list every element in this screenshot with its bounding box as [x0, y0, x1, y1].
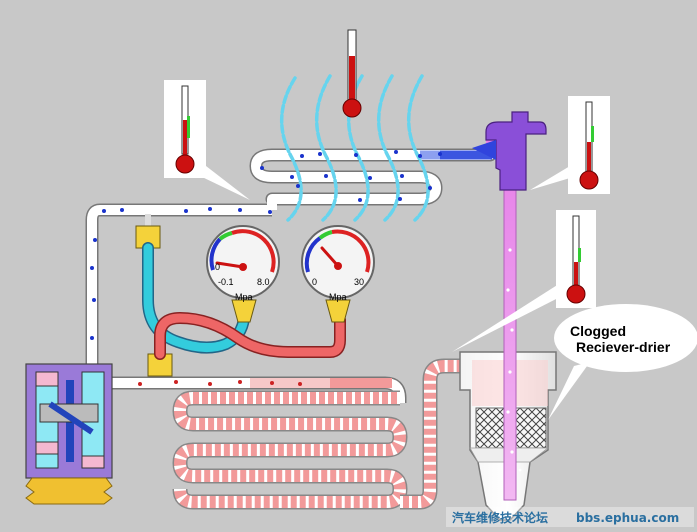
- low-gauge-needle: [215, 261, 245, 269]
- cold-refrigerant-dots: [90, 150, 442, 340]
- condenser-coil: [172, 358, 462, 510]
- watermark: 汽车维修技术论坛 bbs.ephua.com: [446, 507, 694, 527]
- low-gauge-min-label: -0.1: [218, 277, 234, 287]
- liquid-dots: [496, 248, 522, 472]
- low-gauge-zero-label: 0: [215, 262, 220, 272]
- thermometer-evaporator-air: [342, 29, 362, 118]
- high-gauge-max-label: 30: [354, 277, 364, 287]
- high-pressure-gauge: 0 30 Mpa: [301, 225, 375, 323]
- low-pressure-gauge: 0 -0.1 8.0 Mpa: [206, 225, 280, 323]
- high-gauge-unit: Mpa: [329, 292, 347, 302]
- high-gauge-needle: [320, 246, 340, 268]
- high-side-hose: [154, 311, 346, 360]
- suction-line: [85, 199, 277, 372]
- low-gauge-max-label: 8.0: [257, 277, 270, 287]
- expansion-valve: [472, 111, 547, 191]
- thermometer-evaporator-inlet: [164, 80, 250, 200]
- high-gauge-zero-label: 0: [312, 277, 317, 287]
- watermark-cn: 汽车维修技术论坛: [452, 510, 548, 525]
- thermometer-valve-outlet: [530, 96, 610, 194]
- receiver-drier: [459, 351, 557, 521]
- callout-line2: Reciever-drier: [576, 339, 671, 355]
- watermark-url: bbs.ephua.com: [576, 511, 679, 525]
- thermometer-receiver: [452, 210, 596, 352]
- low-gauge-unit: Mpa: [235, 292, 253, 302]
- heat-waves: [280, 74, 430, 222]
- callout-line1: Clogged: [570, 323, 626, 339]
- warm-refrigerant-dots: [138, 380, 302, 386]
- compressor: [25, 363, 113, 505]
- clogged-callout: Clogged Reciever-drier: [548, 304, 697, 420]
